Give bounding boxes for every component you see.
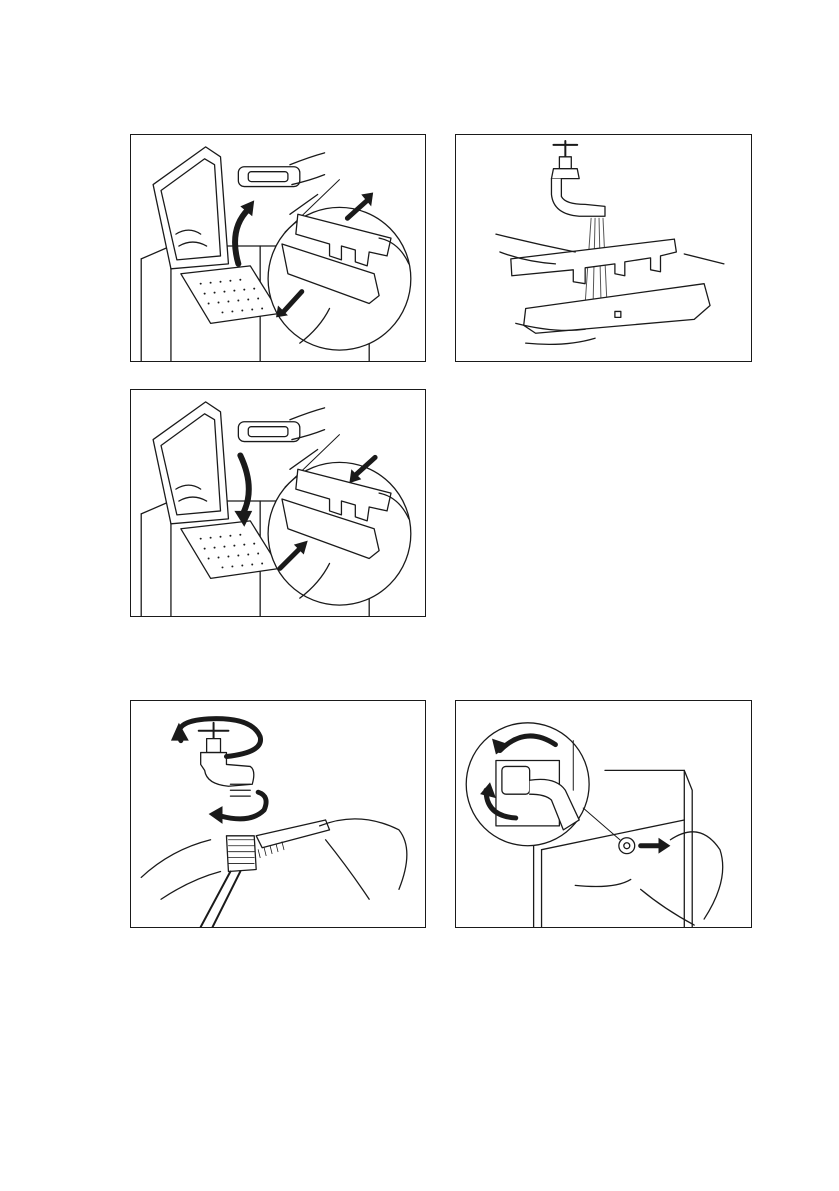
clean-inlet-filter-drawing — [131, 701, 425, 927]
illustration-unscrew-hose-appliance — [455, 700, 752, 928]
illustration-reinsert-filter — [130, 389, 426, 617]
unscrew-hose-appliance-drawing — [456, 701, 751, 927]
illustration-rinse-filter — [455, 134, 752, 362]
illustration-clean-inlet-filter — [130, 700, 426, 928]
remove-filter-drawing — [131, 135, 425, 361]
reinsert-filter-drawing — [131, 390, 425, 616]
illustration-remove-filter — [130, 134, 426, 362]
rinse-filter-drawing — [456, 135, 751, 361]
